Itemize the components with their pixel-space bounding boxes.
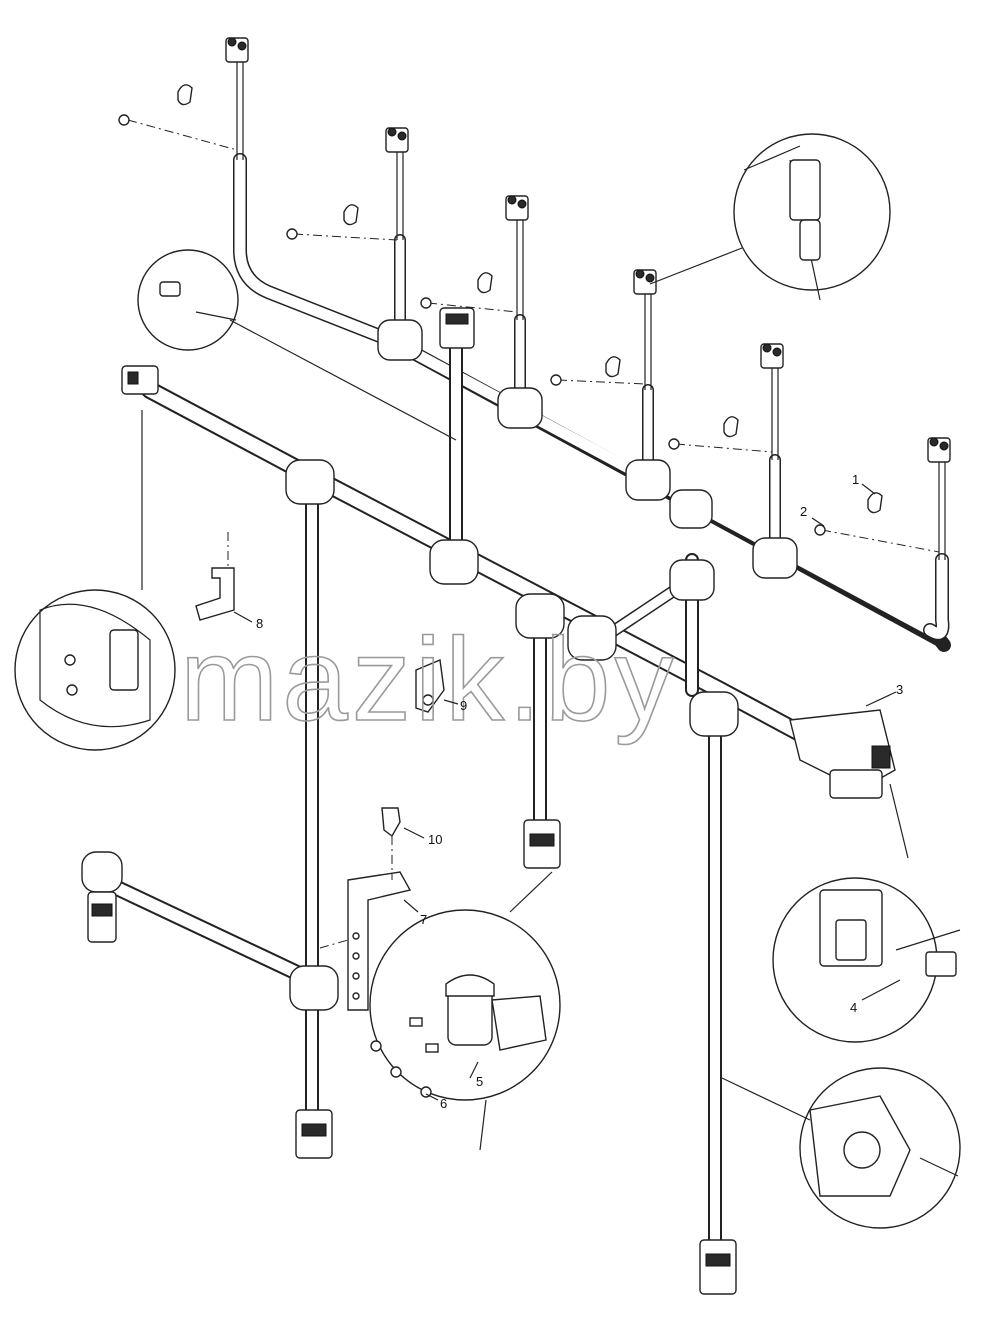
detail-view-ecu	[772, 783, 961, 1043]
callout-5: 5	[476, 1074, 483, 1089]
upper-branches	[236, 60, 946, 579]
detail-view-fuel-pump	[721, 1067, 961, 1229]
detail-view-sensor	[649, 133, 891, 301]
callout-10: 10	[428, 832, 442, 847]
callouts: 1 2 3 4 5 6 7 8 9 10	[233, 472, 903, 1111]
injector-connectors	[225, 37, 951, 463]
brackets	[195, 532, 445, 1011]
clamp-fasteners	[118, 84, 940, 553]
watermark: mazik.by	[180, 614, 678, 746]
detail-view-fuel-filter	[369, 871, 561, 1151]
callout-6: 6	[440, 1096, 447, 1111]
lower-harness	[81, 323, 859, 1247]
callout-9: 9	[460, 698, 467, 713]
callout-7: 7	[420, 912, 427, 927]
callout-3: 3	[896, 682, 903, 697]
callout-2: 2	[800, 504, 807, 519]
callout-4: 4	[850, 1000, 857, 1015]
upper-harness	[233, 153, 951, 652]
callout-8: 8	[256, 616, 263, 631]
callout-1: 1	[852, 472, 859, 487]
lower-connectors	[87, 307, 896, 1295]
detail-view-connector-small	[137, 249, 457, 441]
detail-view-flywheel-housing	[14, 410, 176, 751]
